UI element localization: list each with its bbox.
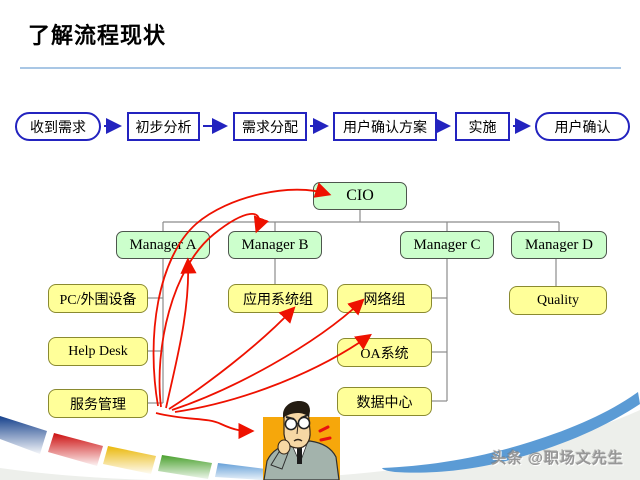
org-node-manager-c: Manager C xyxy=(400,231,494,259)
red-arrow-to-application-systems xyxy=(168,306,296,410)
watermark-text: 头条 @职场文先生 xyxy=(491,450,624,467)
flow-step-receive-request: 收到需求 xyxy=(15,112,101,141)
emphasis-marks xyxy=(318,425,332,442)
org-node-network-group: 网络组 xyxy=(337,284,432,313)
org-node-manager-b: Manager B xyxy=(228,231,322,259)
red-arrow-to-thinking-man xyxy=(155,412,255,440)
decor-band-green xyxy=(158,455,212,479)
org-node-manager-a: Manager A xyxy=(116,231,210,259)
title-underline xyxy=(20,67,621,69)
flow-step-request-assignment: 需求分配 xyxy=(233,112,307,141)
bottom-gray-wave xyxy=(0,410,640,480)
decor-band-red xyxy=(48,433,103,466)
org-node-quality: Quality xyxy=(509,286,607,315)
flow-step-implementation: 实施 xyxy=(455,112,510,141)
red-arrow-to-network-group xyxy=(171,298,365,411)
org-node-oa-system: OA系统 xyxy=(337,338,432,367)
decor-band-lightblue xyxy=(215,463,266,480)
slide-title: 了解流程现状 xyxy=(28,23,167,48)
decor-band-navy xyxy=(0,416,47,454)
org-node-pc-peripherals: PC/外围设备 xyxy=(48,284,148,313)
org-node-cio: CIO xyxy=(313,182,407,210)
org-node-manager-d: Manager D xyxy=(511,231,607,259)
org-node-help-desk: Help Desk xyxy=(48,337,148,366)
org-node-service-management: 服务管理 xyxy=(48,389,148,418)
flow-step-user-confirm-plan: 用户确认方案 xyxy=(333,112,437,141)
flow-step-initial-analysis: 初步分析 xyxy=(127,112,200,141)
flow-step-user-confirmation: 用户确认 xyxy=(535,112,630,141)
org-node-application-systems: 应用系统组 xyxy=(228,284,328,313)
red-arrow-to-manager-a xyxy=(165,257,197,409)
decor-band-gold xyxy=(103,446,156,474)
thinking-man-illustration xyxy=(263,401,340,480)
org-node-data-center: 数据中心 xyxy=(337,387,432,416)
